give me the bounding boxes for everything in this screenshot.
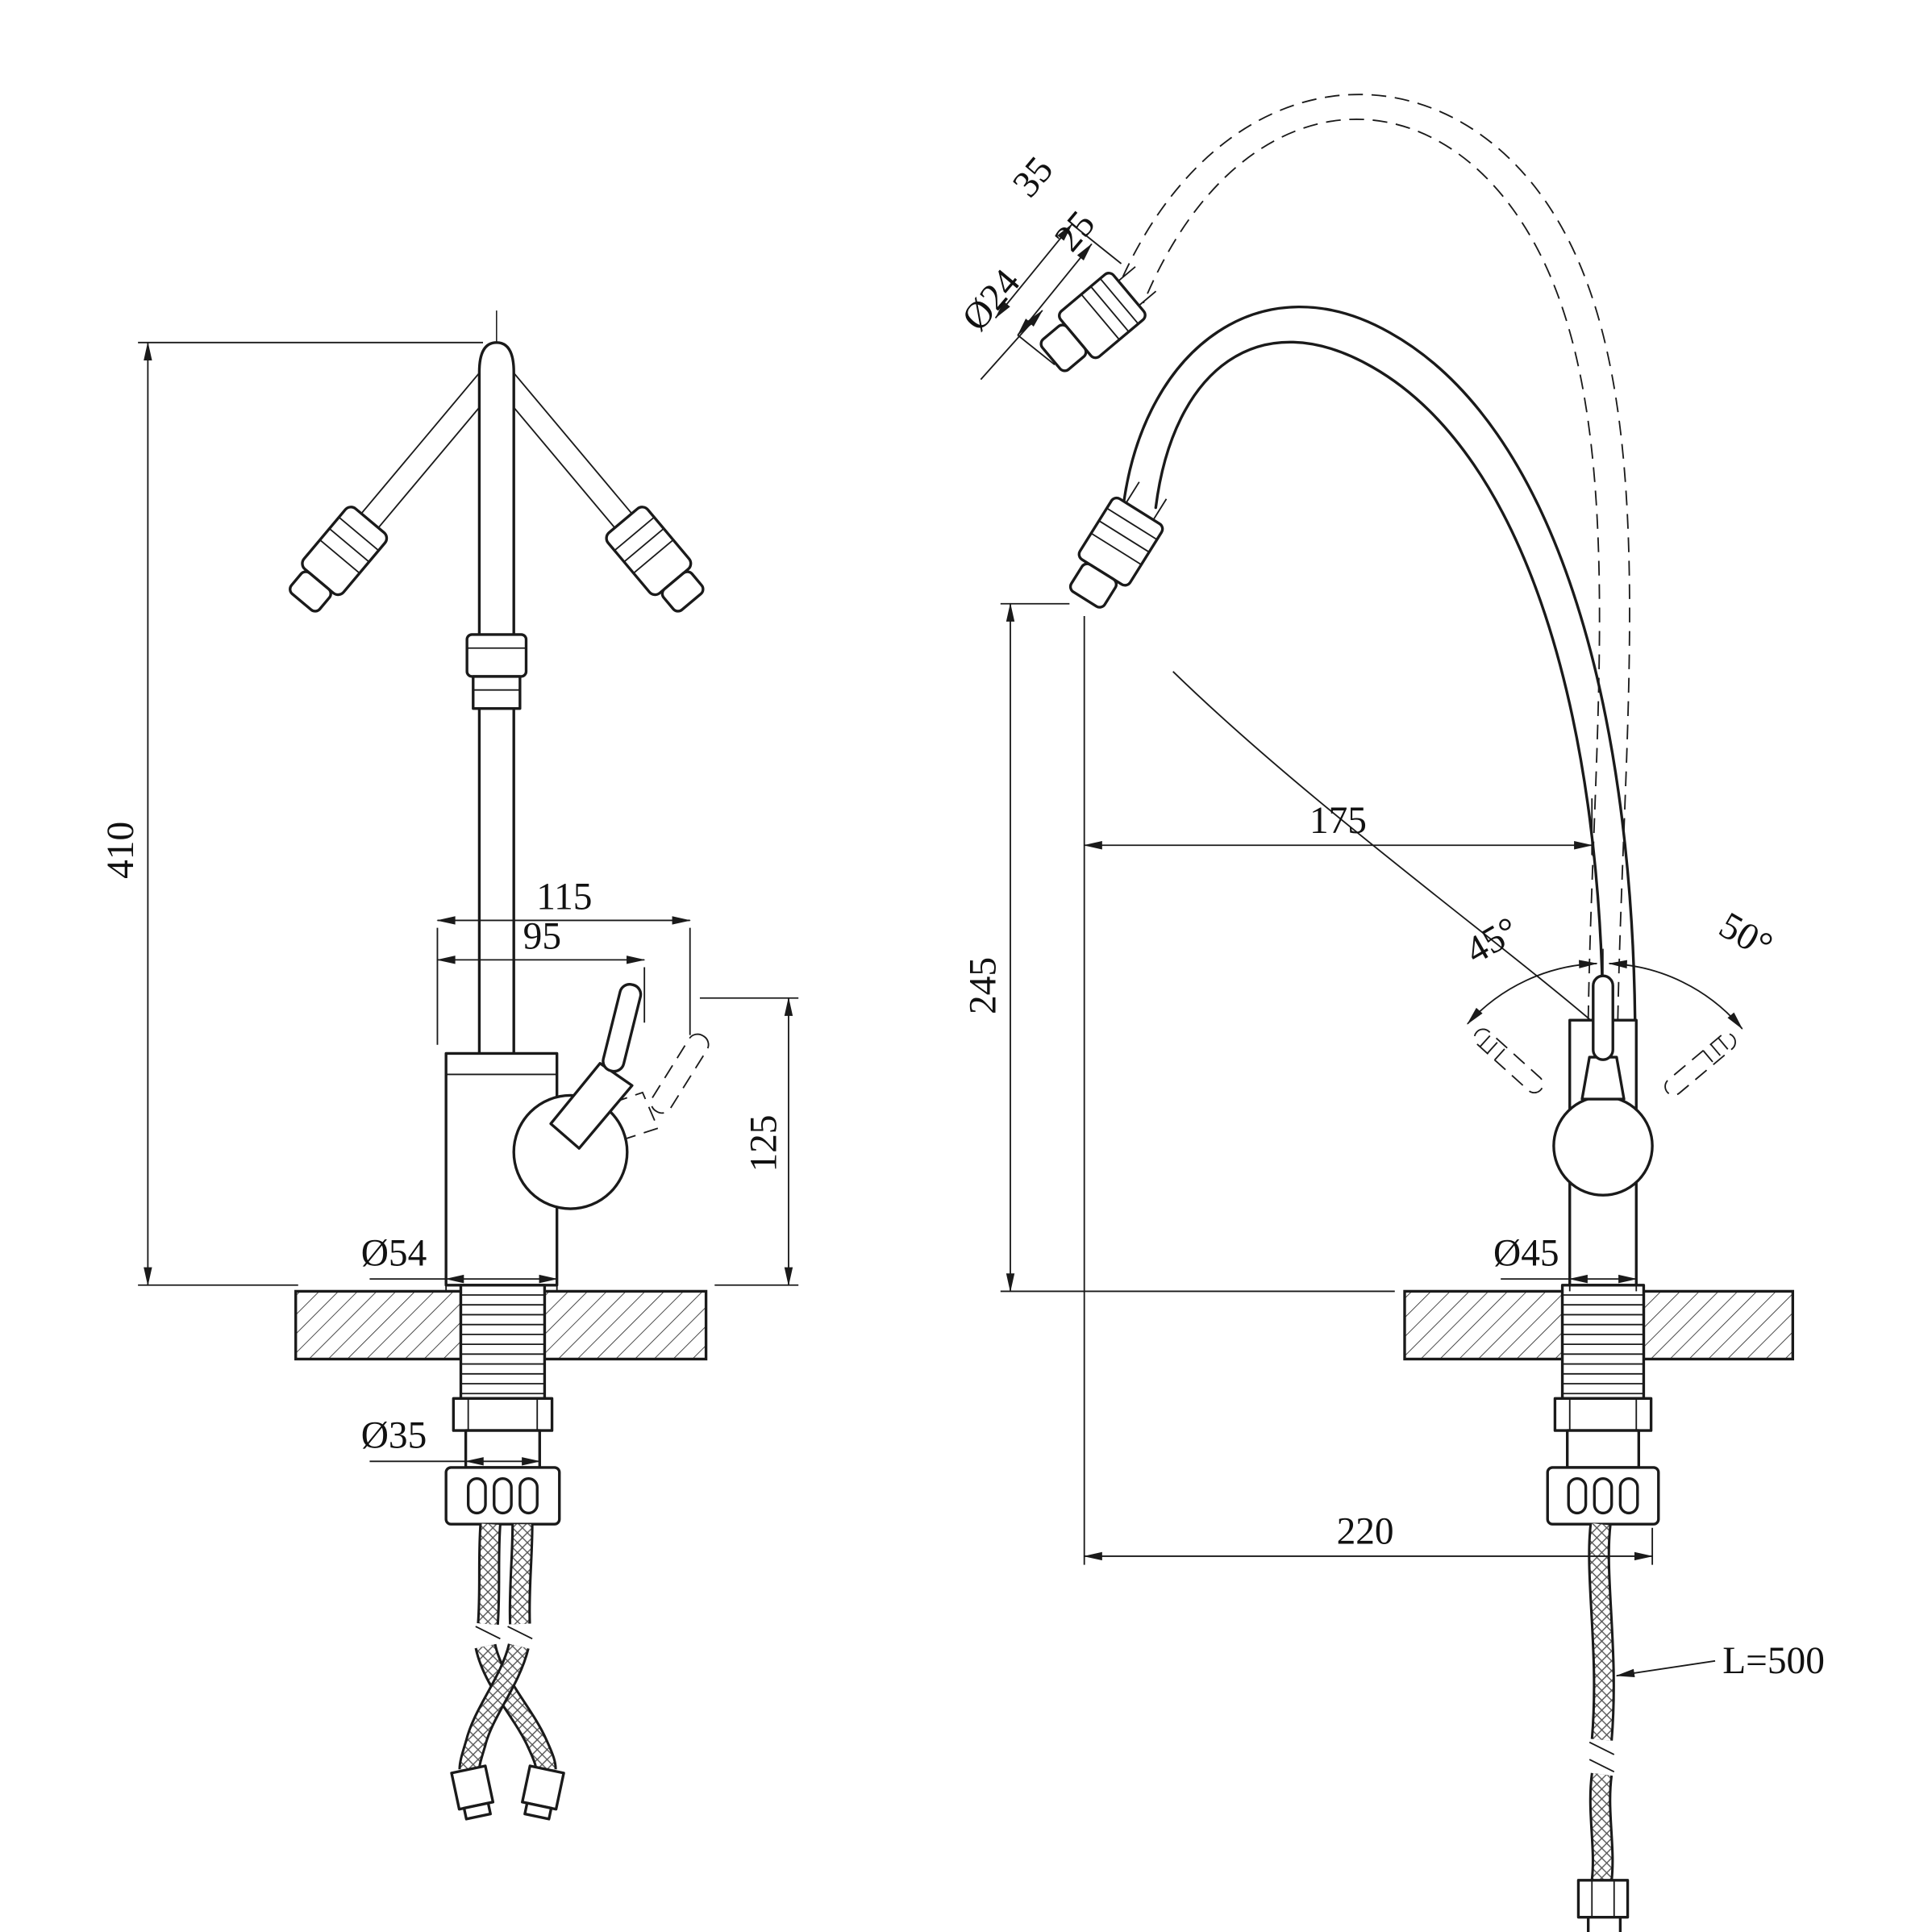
dim-label-dia35: Ø35 xyxy=(361,1414,427,1456)
handle-ball-joint-side xyxy=(1552,1095,1654,1197)
spout-phantom-inner xyxy=(1143,119,1601,1021)
dim-label-220: 220 xyxy=(1337,1511,1394,1553)
connector-port xyxy=(493,1476,513,1515)
supply-hoses xyxy=(450,1523,565,1821)
countertop-right xyxy=(543,1289,708,1361)
dim-height-410: 410 xyxy=(100,341,483,1286)
dim-label-25: 25 xyxy=(1047,203,1103,260)
dim-body-dia-45: Ø45 xyxy=(1493,1232,1638,1292)
handle-neck-side xyxy=(1580,1056,1626,1101)
dim-handle-125: 125 xyxy=(699,997,799,1286)
dim-label-50deg: 50° xyxy=(1712,904,1779,967)
supply-hose-side xyxy=(1576,1522,1630,1932)
countertop-side-right xyxy=(1642,1289,1795,1361)
spout-end-right-position xyxy=(487,361,705,613)
dim-reach-95: 95 xyxy=(436,916,646,1023)
dim-label-dia54: Ø54 xyxy=(361,1232,427,1274)
dim-label-125: 125 xyxy=(743,1115,785,1172)
callout-hose-length: L=500 xyxy=(1615,1640,1825,1682)
spout-head xyxy=(1068,481,1168,609)
dim-height-245: 245 xyxy=(963,602,1395,1293)
dim-label-115: 115 xyxy=(536,876,592,918)
threaded-shank-side xyxy=(1560,1284,1646,1401)
dim-body-dia-54: Ø54 xyxy=(361,1232,558,1292)
dim-reach-175: 175 xyxy=(1083,616,1593,1565)
shank-neck-side xyxy=(1566,1429,1641,1469)
hose-fitting-right xyxy=(521,1764,565,1821)
spout-collar xyxy=(465,633,528,678)
thread-lines xyxy=(460,1294,545,1395)
spout-end-left-position xyxy=(289,361,506,613)
handle-phantom-left xyxy=(1473,1028,1544,1094)
dim-depth-220: 220 xyxy=(1083,1511,1654,1565)
spout-head-raised xyxy=(1039,266,1157,373)
dim-label-dia24: Ø24 xyxy=(954,261,1028,339)
spout-collar-lower xyxy=(472,675,522,710)
countertop-left xyxy=(294,1289,463,1361)
threaded-shank xyxy=(459,1284,547,1401)
dim-angle-45: 45° xyxy=(1459,910,1598,1025)
dim-label-410: 410 xyxy=(100,822,142,879)
thread-end-tube xyxy=(1586,1915,1622,1932)
hose-fitting-side xyxy=(1576,1879,1630,1919)
connector-port xyxy=(1593,1476,1613,1515)
dim-label-245: 245 xyxy=(963,957,1005,1014)
handle-lever-side xyxy=(1592,974,1614,1061)
thread-lines-side xyxy=(1562,1294,1644,1395)
handle-phantom-right xyxy=(1664,1032,1736,1097)
dim-label-95: 95 xyxy=(523,916,561,958)
dim-label-dia45: Ø45 xyxy=(1493,1232,1559,1274)
spout-phantom-outer xyxy=(1118,94,1630,1021)
front-view: 410 115 95 125 Ø54 xyxy=(100,310,799,1821)
spout-outer-curve xyxy=(1122,305,1637,1022)
spout-inner-curve xyxy=(1154,340,1605,1022)
hose-fitting-left xyxy=(450,1764,495,1821)
dim-label-45deg: 45° xyxy=(1459,910,1526,972)
label-hose-length: L=500 xyxy=(1722,1640,1825,1682)
handle-neck xyxy=(549,1062,634,1150)
connector-port xyxy=(1567,1476,1588,1515)
handle-lever xyxy=(602,983,643,1073)
dim-reach-115: 115 xyxy=(436,876,691,1045)
countertop-side-left xyxy=(1403,1289,1564,1361)
connector-port xyxy=(518,1476,539,1515)
connector-port xyxy=(466,1476,487,1515)
mounting-nut-side xyxy=(1553,1397,1653,1432)
dim-label-35: 35 xyxy=(1005,149,1061,206)
side-view: 35 25 Ø24 45° xyxy=(954,94,1825,1932)
connector-port xyxy=(1618,1476,1639,1515)
dim-label-175: 175 xyxy=(1310,800,1367,842)
dim-shank-dia-35: Ø35 xyxy=(361,1414,541,1469)
